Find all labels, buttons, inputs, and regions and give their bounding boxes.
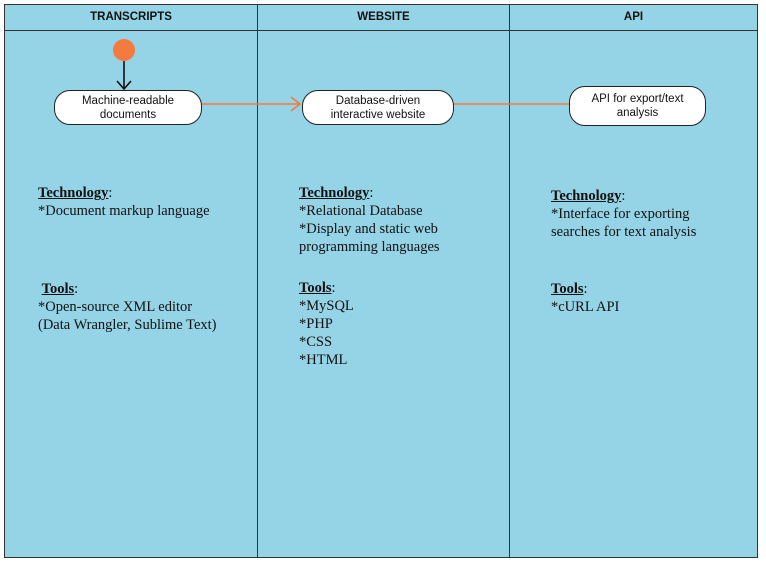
tools-block-transcripts: Tools: *Open-source XML editor (Data Wra… [38,280,252,334]
node-database-driven-website: Database-driven interactive website [302,90,454,125]
tools-item: *MySQL [299,298,354,314]
tools-item: *CSS [299,334,333,350]
technology-item: *Relational Database [299,203,423,219]
node-api-export: API for export/text analysis [569,86,706,126]
lane-header-website: WEBSITE [258,5,509,31]
lane-transcripts: TRANSCRIPTS [5,5,257,557]
tools-item: *Open-source XML editor [38,299,193,315]
technology-item: *Display and static web [299,221,438,237]
tools-item: (Data Wrangler, Sublime Text) [38,317,217,333]
lane-header-api: API [510,5,757,31]
tools-item: *cURL API [551,299,620,315]
tools-block-website: Tools: *MySQL *PHP *CSS *HTML [299,279,499,369]
node-machine-readable-documents: Machine-readable documents [54,90,202,125]
technology-item: programming languages [299,239,440,255]
technology-block-api: Technology: *Interface for exporting sea… [551,187,751,241]
tools-item: *HTML [299,352,348,368]
node-label: API for export/text analysis [591,93,684,119]
node-label: Machine-readable documents [81,94,175,121]
technology-block-transcripts: Technology: *Document markup language [38,184,248,220]
technology-heading: Technology [551,188,622,204]
technology-item: *Document markup language [38,203,210,219]
lane-website: WEBSITE [257,5,509,557]
lane-header-transcripts: TRANSCRIPTS [5,5,257,31]
lane-api: API [509,5,757,557]
technology-item: searches for text analysis [551,224,697,240]
tools-block-api: Tools: *cURL API [551,280,751,316]
technology-item: *Interface for exporting [551,206,690,222]
technology-heading: Technology [299,185,370,201]
technology-block-website: Technology: *Relational Database *Displa… [299,184,499,256]
tools-heading: Tools [299,280,332,296]
tools-item: *PHP [299,316,333,332]
tools-heading: Tools [551,281,584,297]
technology-heading: Technology [38,185,109,201]
node-label: Database-driven interactive website [330,94,426,121]
tools-heading: Tools [41,281,75,297]
